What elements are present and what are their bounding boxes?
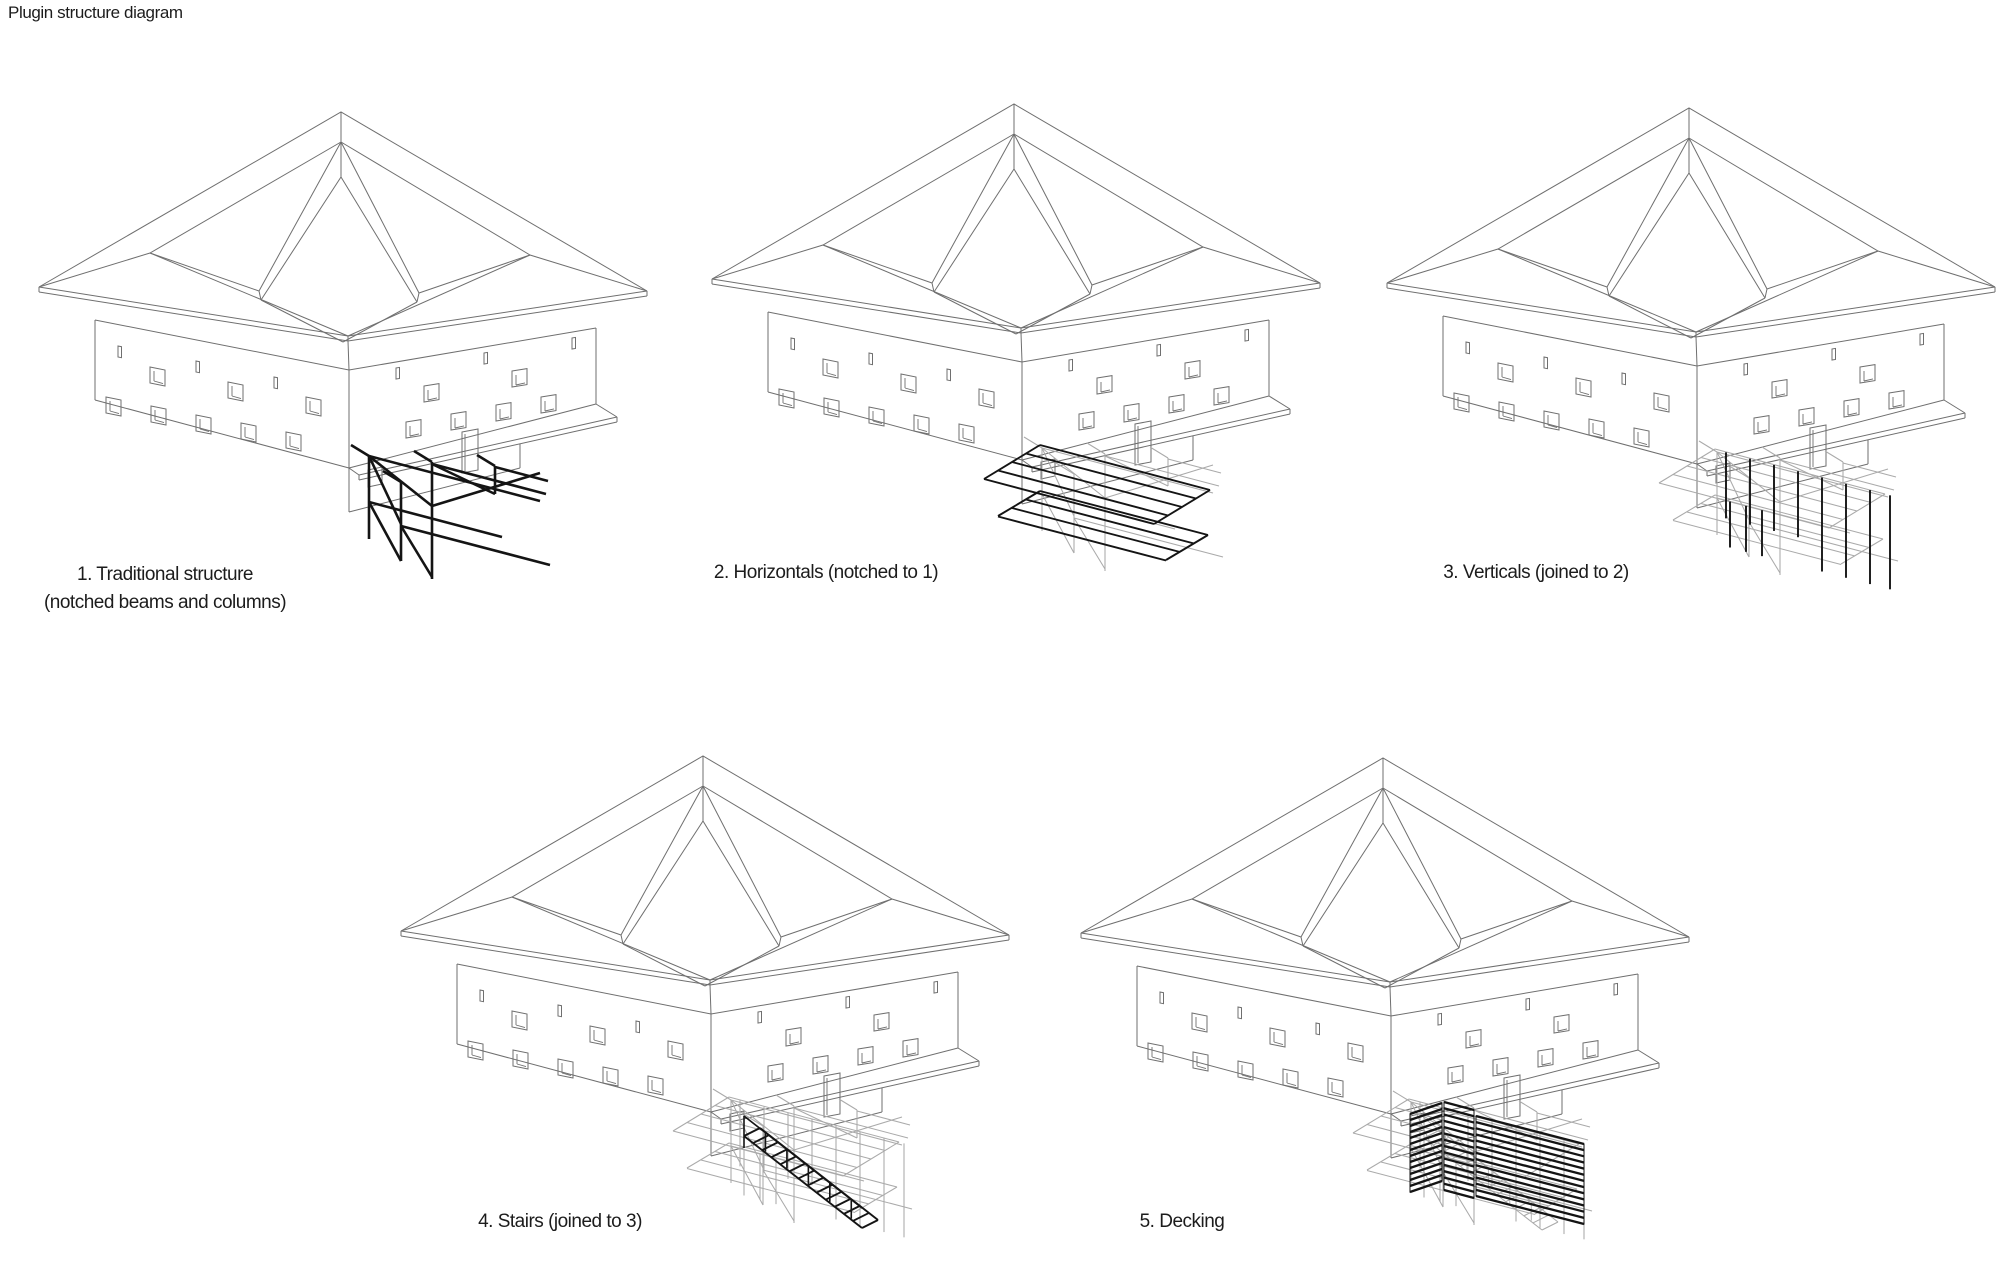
panel-5-caption: 5. Decking [1139,1211,1225,1232]
panel-2-horizontals [683,62,1343,622]
isometric-building-drawing-5 [1080,757,1690,1240]
isometric-building-drawing-2 [711,103,1321,571]
isometric-building-drawing-4 [400,755,1010,1238]
panel-4-caption: 4. Stairs (joined to 3) [478,1211,642,1232]
panel-1-caption: 1. Traditional structure (notched beams … [43,564,287,613]
panel-3-caption: 3. Verticals (joined to 2) [1443,562,1629,583]
panel-5-decking [1052,716,1712,1276]
panel-3-verticals [1358,66,2000,626]
isometric-building-drawing-1 [38,111,648,579]
isometric-building-drawing-3 [1386,107,1996,590]
panel-1-traditional-structure [10,70,670,630]
panel-2-caption: 2. Horizontals (notched to 1) [713,562,939,583]
panel-4-stairs [372,714,1032,1274]
page-title: Plugin structure diagram [8,3,183,22]
